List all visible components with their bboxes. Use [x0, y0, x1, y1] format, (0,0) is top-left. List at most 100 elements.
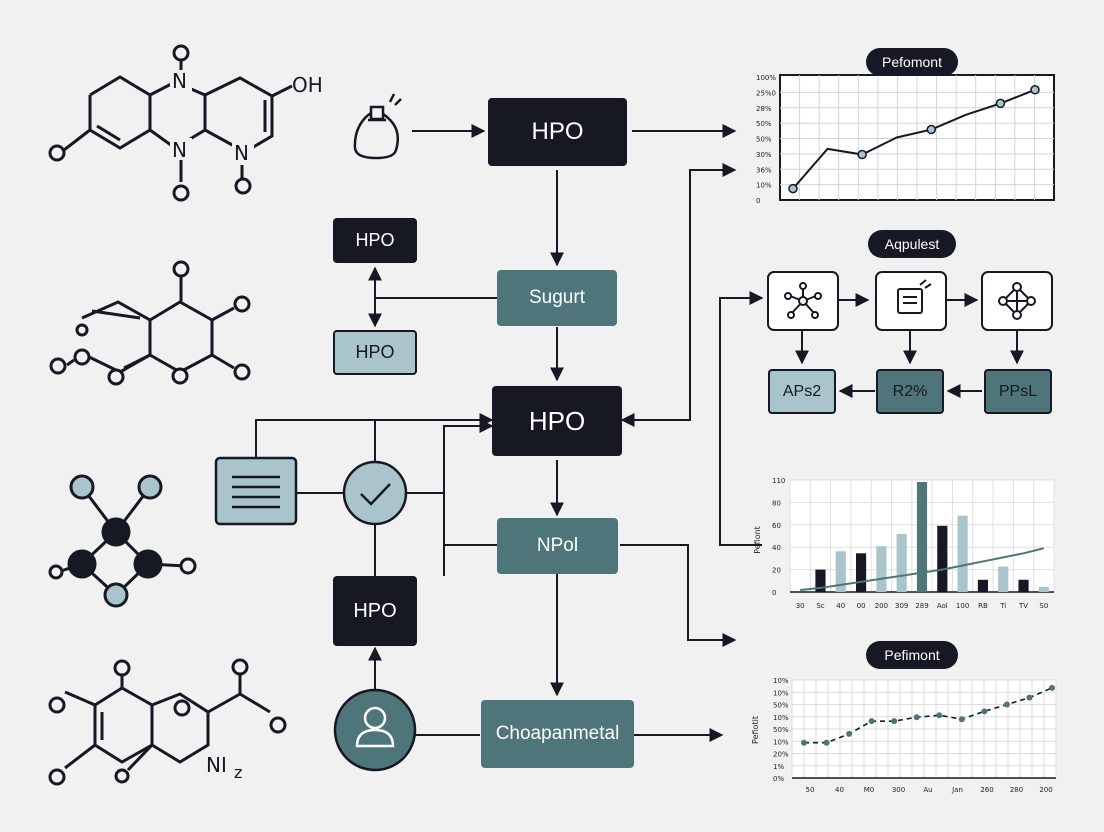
chart1-ytick: 36%	[756, 166, 772, 174]
node-r2[interactable]: R2%	[876, 369, 944, 414]
chart2-xtick: Aol	[937, 602, 948, 610]
chart1-series-line	[792, 88, 1036, 190]
node-r2-label: R2%	[892, 382, 928, 400]
molecule-4-n: NI	[206, 753, 227, 777]
chart2-xtick: 40	[836, 602, 845, 610]
graph-icon	[981, 271, 1053, 331]
chart1-ytick: 28%	[756, 105, 772, 113]
chart2-xtick: RB	[978, 602, 988, 610]
chart3-ytick: 10%	[773, 689, 789, 697]
chart2-ytick: 110	[772, 477, 785, 485]
node-hpo-small-dark[interactable]: HPO	[333, 218, 417, 263]
chart2-bar	[815, 569, 826, 592]
connectors	[255, 124, 1024, 742]
node-sugurt-label: Sugurt	[529, 287, 585, 308]
chart3-ytick: 50%	[773, 702, 789, 710]
check-icon	[342, 460, 408, 526]
user-icon	[333, 688, 417, 772]
node-sugurt[interactable]: Sugurt	[497, 270, 617, 326]
flask-icon	[353, 93, 402, 160]
document-icon	[214, 456, 298, 526]
molecule-4-labels: NI z	[206, 753, 242, 782]
chart2-bar	[1038, 586, 1049, 592]
chart3-xtick: 200	[1039, 786, 1052, 794]
chart2-bar	[856, 553, 867, 592]
chart3-point	[958, 716, 965, 723]
chart2-bar	[998, 566, 1009, 592]
chart2-bar-highlight	[916, 482, 928, 592]
chart1-point	[857, 149, 867, 160]
chart2-xtick: 30	[796, 602, 805, 610]
chart2-bar	[977, 579, 988, 592]
chart3-point	[801, 739, 807, 746]
chart2-trend-line	[800, 547, 1045, 591]
chart1-point	[926, 124, 937, 135]
chart1-ytick: 50%	[756, 120, 772, 128]
chart2-xtick: Sc	[816, 602, 824, 610]
chart3-point	[1026, 694, 1033, 701]
node-hpo-top[interactable]: HPO	[488, 98, 627, 166]
chart3-xtick: Jan	[951, 786, 963, 794]
node-hpo-mid-label: HPO	[528, 405, 586, 436]
node-hpo-mid[interactable]: HPO	[492, 386, 622, 456]
chart3-series-line	[804, 687, 1053, 744]
chart3-ytick: 10%	[773, 738, 789, 746]
molecule-3	[48, 474, 197, 608]
bottom-chart-title: Pefimont	[866, 641, 958, 669]
chart3-xtick: 260	[980, 786, 993, 794]
node-aps2[interactable]: APs2	[768, 369, 836, 414]
chart1-point	[1030, 85, 1040, 95]
chart2-ylabel: Pefiont	[753, 526, 762, 554]
node-choapanmetal[interactable]: Choapanmetal	[481, 700, 634, 768]
chart3-xtick: Au	[923, 786, 932, 794]
chart1-ytick: 0	[756, 197, 760, 205]
chart2-xtick: 00	[857, 602, 866, 610]
chart1-ytick: 10%	[756, 182, 772, 190]
workflow-title-text: Aqpulest	[884, 236, 940, 252]
chart2-bar	[937, 525, 948, 592]
chart1-point	[995, 98, 1006, 109]
chart3-point	[868, 718, 875, 725]
chart2-xtick: TV	[1018, 602, 1028, 610]
chart2-xtick: 100	[956, 602, 969, 610]
node-hpo-lower-label: HPO	[353, 599, 397, 622]
report-icon	[875, 271, 947, 331]
chart3-ytick: 20%	[773, 751, 789, 759]
node-npol-label: NPol	[536, 535, 579, 556]
chart3-ytick: 1%	[773, 763, 784, 771]
chart3-point	[936, 712, 943, 719]
chart2-bar	[957, 515, 968, 592]
node-aps2-label: APs2	[782, 382, 822, 400]
chart2-bar	[1018, 579, 1029, 592]
chart2-xtick: Ti	[999, 602, 1006, 610]
node-hpo-small-light[interactable]: HPO	[333, 330, 417, 375]
molecule-1-oh: OH	[292, 73, 323, 97]
chart3-point	[823, 739, 830, 746]
chart2-xtick: 289	[915, 602, 928, 610]
chart3-ytick: 50%	[773, 726, 789, 734]
chart2-bar	[896, 533, 907, 592]
node-hpo-lower[interactable]: HPO	[333, 576, 417, 646]
chart3-ytick: 0%	[773, 775, 784, 783]
chart1-ytick: 25%0	[756, 89, 776, 97]
chart3-xtick: 300	[892, 786, 905, 794]
node-choapanmetal-label: Choapanmetal	[495, 723, 620, 744]
chart3-point	[846, 730, 853, 737]
bottom-chart-title-text: Pefimont	[884, 647, 940, 663]
chart3-point	[981, 708, 988, 715]
molecule-1-n-top: N	[172, 69, 187, 93]
chart2-xtick: S0	[1039, 602, 1048, 610]
node-npol[interactable]: NPol	[497, 518, 618, 574]
chart3-ytick: 10%	[773, 714, 789, 722]
chart2-xtick: 200	[875, 602, 888, 610]
chart2-bar	[876, 546, 887, 592]
node-ppsl[interactable]: PPsL	[984, 369, 1052, 414]
molecule-4-subscript: z	[234, 763, 242, 782]
chart-performance-top: 100%25%028%50%50%30%36%10%0	[756, 74, 1055, 205]
chart2-ytick: 80	[772, 499, 781, 507]
chart2-ytick: 40	[772, 544, 781, 552]
chart3-ytick: 10%	[773, 677, 789, 685]
